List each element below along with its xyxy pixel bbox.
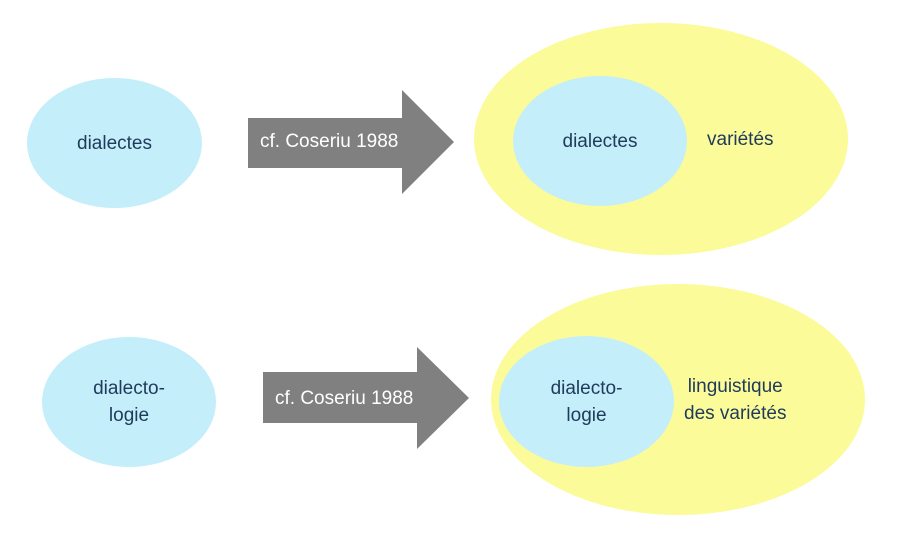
dialectes-inner-label: dialectes <box>562 130 638 152</box>
coseriu-arrow-top <box>248 90 454 194</box>
linguistique-varietes-label: linguistique des variétés <box>684 373 786 427</box>
linguistique-varietes-label-line2: des variétés <box>684 403 787 424</box>
dialectologie-inner-ellipse: dialecto- logie <box>499 336 674 467</box>
dialectes-source-ellipse: dialectes <box>27 78 202 208</box>
dialectes-source-label: dialectes <box>77 132 152 154</box>
linguistique-varietes-label-line1: linguistique <box>687 376 783 397</box>
varietes-label: variétés <box>707 129 774 150</box>
coseriu-arrow-bottom <box>263 347 469 449</box>
coseriu-arrow-bottom-label: cf. Coseriu 1988 <box>275 388 414 409</box>
dialectologie-source-label-line2: logie <box>108 405 150 426</box>
dialectologie-inner-label-line2: logie <box>566 404 607 426</box>
dialectologie-source-label-line1: dialecto- <box>93 378 165 399</box>
dialectologie-source-ellipse: dialecto- logie <box>42 337 216 467</box>
dialectologie-inner-label-line1: dialecto- <box>550 377 623 399</box>
coseriu-arrow-top-label: cf. Coseriu 1988 <box>260 131 399 152</box>
dialectes-inner-ellipse: dialectes <box>513 76 687 206</box>
